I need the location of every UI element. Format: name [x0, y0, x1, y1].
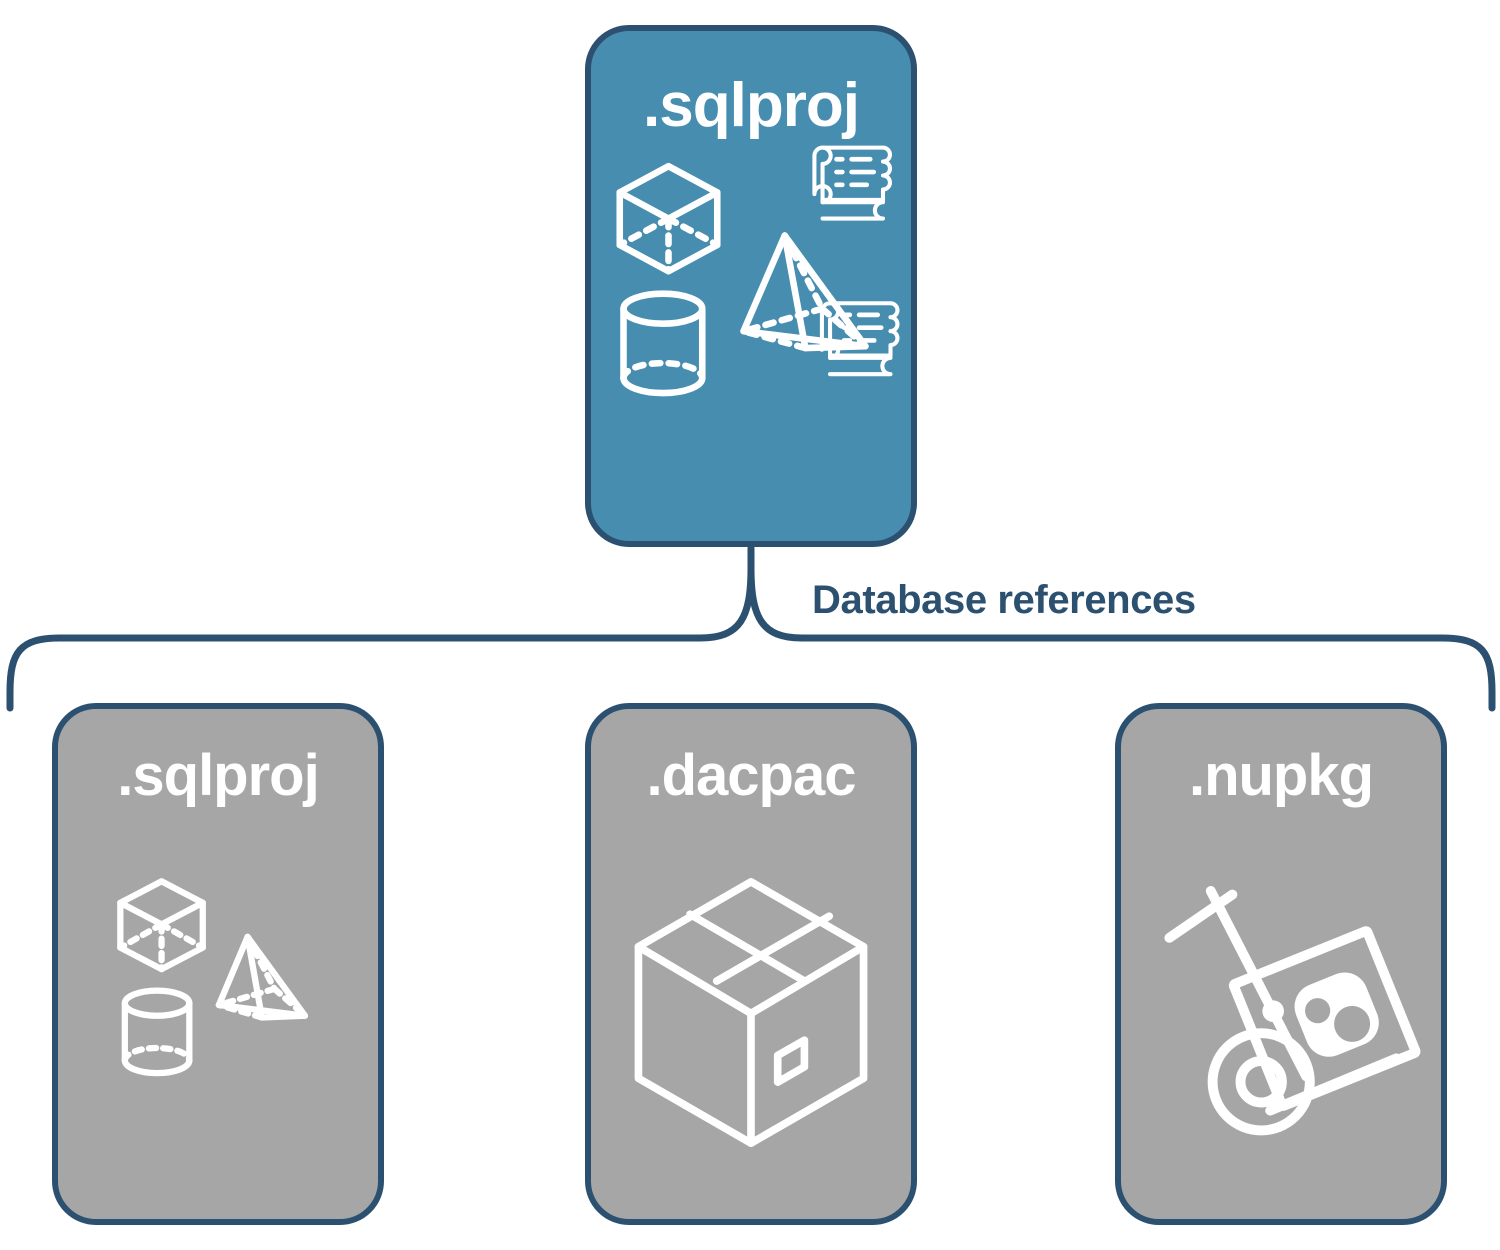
node-artwork-sqlproj-root: [591, 137, 911, 541]
cube-wireframe-icon: [616, 162, 721, 275]
node-sqlproj-reference[interactable]: .sqlproj: [52, 703, 384, 1225]
shipping-box-illustration: [634, 877, 868, 1147]
pyramid-wireframe-icon: [740, 232, 869, 352]
scroll-script-icon: [819, 301, 900, 377]
node-artwork-sqlproj-reference: [58, 805, 378, 1219]
connector-label: Database references: [812, 578, 1196, 622]
shipping-box-icon: [634, 877, 868, 1147]
database-references-connector: [6, 544, 1496, 712]
schema-objects-illustration: [616, 145, 900, 397]
node-nupkg[interactable]: .nupkg: [1115, 703, 1447, 1225]
cylinder-wireframe-icon: [620, 290, 706, 397]
node-title-nupkg: .nupkg: [1188, 743, 1374, 808]
node-title-sqlproj-root: .sqlproj: [643, 71, 860, 140]
pyramid-wireframe-icon: [215, 933, 309, 1021]
nuget-logo-icon: [1262, 971, 1379, 1057]
cube-wireframe-icon: [117, 878, 206, 973]
node-dacpac[interactable]: .dacpac: [585, 703, 917, 1225]
node-title-dacpac: .dacpac: [646, 743, 857, 808]
hand-truck-illustration: [1164, 885, 1421, 1135]
cylinder-wireframe-icon: [121, 987, 193, 1077]
package-box-icon: [1228, 925, 1421, 1111]
scroll-script-icon: [812, 145, 892, 221]
node-artwork-nupkg: [1121, 805, 1441, 1219]
node-title-sqlproj-reference: .sqlproj: [117, 743, 319, 808]
node-sqlproj-root[interactable]: .sqlproj: [585, 25, 917, 547]
node-artwork-dacpac: [591, 805, 911, 1219]
schema-objects-illustration: [117, 878, 309, 1077]
